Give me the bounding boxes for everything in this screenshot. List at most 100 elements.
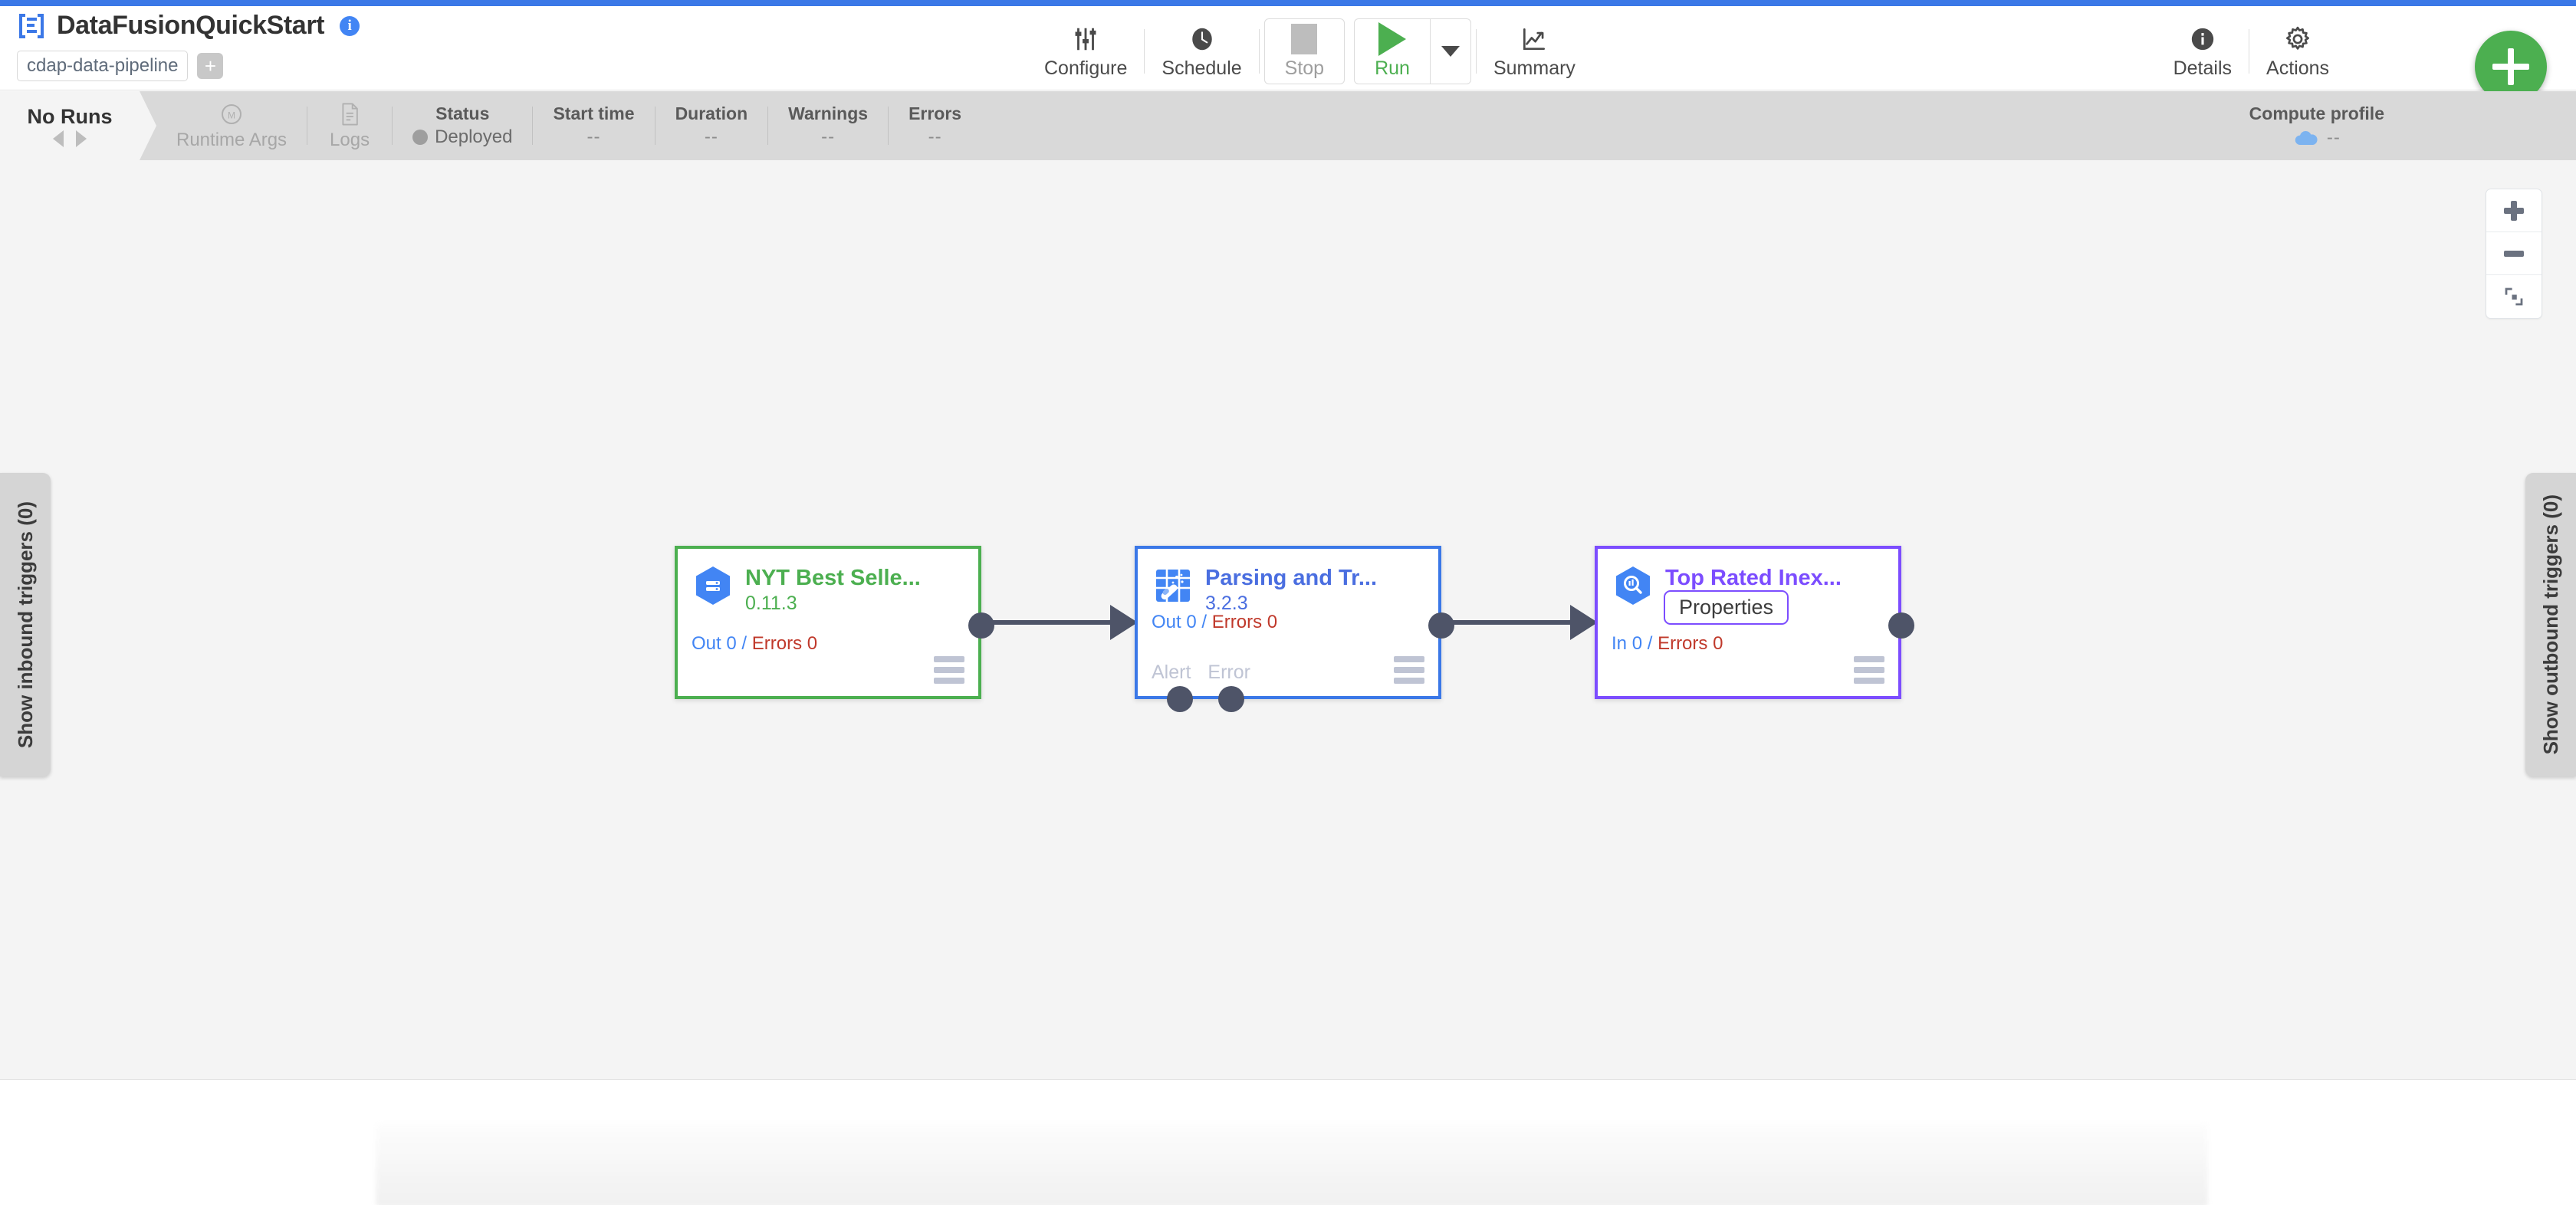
alert-port-label[interactable]: Alert [1152, 662, 1191, 683]
stop-button-inner[interactable]: Stop [1265, 19, 1344, 84]
pipeline-canvas[interactable]: Show inbound triggers (0) Show outbound … [0, 160, 2576, 1080]
run-nav-arrows [53, 130, 87, 147]
node-in-label: In [1612, 633, 1628, 654]
no-runs-label: No Runs [27, 104, 113, 128]
node-errors-label: Errors [1658, 633, 1708, 654]
node-out-value: 0 [726, 633, 737, 654]
logs-label: Logs [330, 129, 370, 150]
plus-icon [2504, 200, 2524, 221]
top-accent-rail [0, 0, 2576, 6]
stop-button[interactable]: Stop [1263, 18, 1346, 84]
runtime-args-button[interactable]: M Runtime Args [156, 91, 307, 160]
error-port-label[interactable]: Error [1208, 662, 1250, 683]
node-menu-button[interactable] [934, 656, 964, 684]
warnings-block: Warnings -- [768, 91, 888, 160]
node-out-label: Out [692, 633, 721, 654]
node-port-labels: Alert Error [1152, 662, 1250, 684]
node-output-port[interactable] [968, 612, 994, 639]
inbound-triggers-label: Show inbound triggers (0) [13, 501, 37, 749]
node-titles: Top Rated Inex... [1665, 564, 1842, 593]
node-version: 0.11.3 [745, 593, 797, 614]
wrangler-icon [1152, 564, 1194, 607]
run-button[interactable]: Run [1355, 19, 1430, 84]
properties-tooltip[interactable]: Properties [1664, 590, 1789, 625]
minus-icon [2504, 250, 2524, 257]
status-badge: Deployed [412, 126, 512, 148]
cdap-logo-icon [17, 11, 46, 41]
outbound-triggers-rail[interactable]: Show outbound triggers (0) [2525, 473, 2576, 777]
node-metric-separator: / [1201, 612, 1208, 632]
logs-button[interactable]: Logs [307, 91, 392, 160]
status-header: Status [435, 103, 490, 123]
node-name: Parsing and Tr... [1205, 566, 1378, 590]
summary-label: Summary [1493, 57, 1576, 79]
caret-left-icon[interactable] [53, 130, 64, 147]
node-errors-label: Errors [1211, 612, 1263, 632]
pipeline-node-sink[interactable]: Top Rated Inex... Properties In 0 / Erro… [1595, 546, 1914, 699]
node-name: Top Rated Inex... [1665, 566, 1842, 590]
schedule-label: Schedule [1162, 57, 1242, 79]
node-menu-button[interactable] [1854, 656, 1884, 684]
page-title: DataFusionQuickStart [57, 11, 325, 40]
footer-panel-ghost [376, 1123, 2208, 1205]
caret-right-icon[interactable] [76, 130, 87, 147]
node-error-port[interactable] [1218, 686, 1244, 712]
actions-button[interactable]: Actions [2249, 12, 2346, 90]
zoom-out-button[interactable] [2486, 232, 2542, 275]
add-plugin-fab[interactable] [2475, 31, 2547, 103]
runbar-divider [392, 107, 393, 145]
pipeline-node-source[interactable]: NYT Best Selle... 0.11.3 Out 0 / Errors … [675, 546, 994, 699]
run-metrics: M Runtime Args Logs [156, 91, 981, 160]
header-right-group: Details Actions [2157, 12, 2346, 90]
errors-value: -- [928, 126, 942, 147]
connection-2 [1447, 620, 1578, 625]
stop-label: Stop [1284, 57, 1325, 79]
compute-profile-value: -- [2326, 126, 2341, 148]
status-dot-icon [412, 130, 429, 145]
macro-m-icon: M [219, 101, 244, 127]
errors-block: Errors -- [889, 91, 981, 160]
info-icon[interactable]: i [340, 15, 360, 36]
node-alert-port[interactable] [1167, 686, 1193, 712]
summary-button[interactable]: Summary [1477, 12, 1592, 90]
run-button-group[interactable]: Run [1354, 18, 1471, 84]
start-time-block: Start time -- [533, 91, 654, 160]
inbound-triggers-rail[interactable]: Show inbound triggers (0) [0, 473, 51, 777]
runbar-divider [532, 107, 534, 145]
node-titles: NYT Best Selle... 0.11.3 [745, 564, 921, 615]
run-group-divider [1429, 19, 1431, 84]
run-dropdown-button[interactable] [1431, 19, 1470, 84]
node-in-value: 0 [1631, 633, 1643, 654]
node-header: Top Rated Inex... [1598, 549, 1898, 607]
artifact-row: cdap-data-pipeline + [17, 51, 224, 81]
artifact-pill[interactable]: cdap-data-pipeline [17, 51, 189, 81]
details-button[interactable]: Details [2157, 12, 2249, 90]
node-metrics: Out 0 / Errors 0 [1152, 612, 1277, 633]
runbar-divider [767, 107, 769, 145]
node-output-port[interactable] [1888, 612, 1914, 639]
node-menu-button[interactable] [1394, 656, 1424, 684]
node-errors-label: Errors [751, 633, 803, 654]
zoom-controls [2486, 189, 2542, 319]
fit-screen-icon [2502, 285, 2525, 308]
gear-icon [2283, 24, 2312, 54]
schedule-button[interactable]: Schedule [1145, 12, 1258, 90]
node-metrics: Out 0 / Errors 0 [692, 633, 817, 655]
bigquery-source-icon [692, 564, 734, 607]
warnings-header: Warnings [788, 103, 869, 123]
warnings-value: -- [821, 126, 836, 147]
compute-profile-header: Compute profile [2249, 103, 2384, 123]
no-runs-notch [140, 91, 156, 160]
fit-to-screen-button[interactable] [2486, 275, 2542, 318]
node-output-port[interactable] [1428, 612, 1454, 639]
compute-profile-block[interactable]: Compute profile -- [2249, 91, 2384, 160]
no-runs-block: No Runs [0, 91, 140, 160]
duration-header: Duration [675, 103, 748, 123]
zoom-in-button[interactable] [2486, 189, 2542, 232]
pipeline-node-transform[interactable]: Parsing and Tr... 3.2.3 Out 0 / Errors 0… [1135, 546, 1454, 712]
node-header: Parsing and Tr... 3.2.3 [1138, 549, 1438, 615]
configure-button[interactable]: Configure [1027, 12, 1144, 90]
start-time-value: -- [586, 126, 601, 147]
add-tag-button[interactable]: + [197, 52, 224, 79]
node-name: NYT Best Selle... [745, 566, 921, 590]
